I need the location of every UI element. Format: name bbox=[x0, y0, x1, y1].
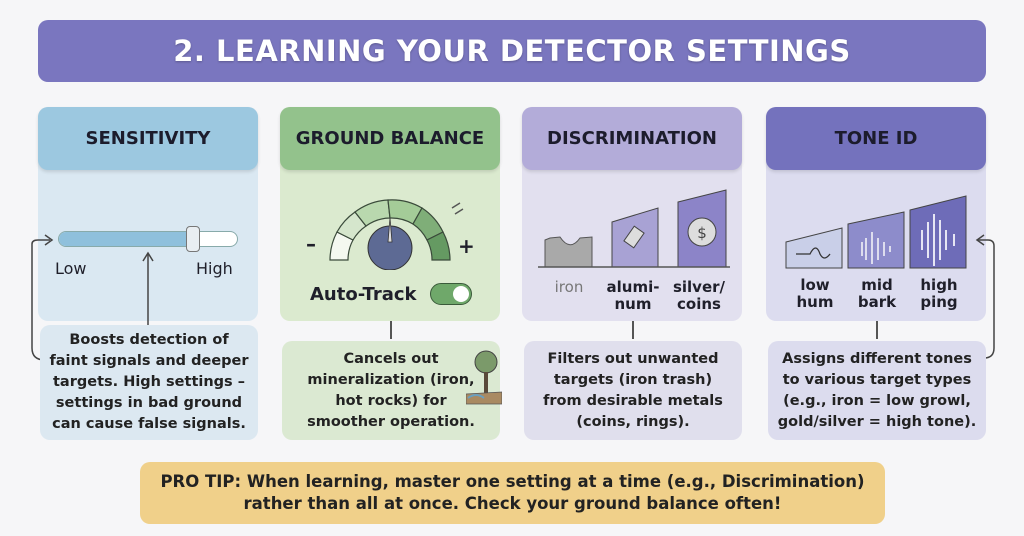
tone-id-header: TONE ID bbox=[766, 107, 986, 170]
target-label-iron: iron bbox=[554, 278, 584, 296]
svg-text:$: $ bbox=[697, 224, 707, 242]
ground-balance-header: GROUND BALANCE bbox=[280, 107, 500, 170]
slider-fill bbox=[59, 232, 193, 246]
page-title: 2. LEARNING YOUR DETECTOR SETTINGS bbox=[38, 20, 986, 82]
auto-track-toggle[interactable] bbox=[430, 283, 472, 305]
pro-tip-label: PRO TIP: bbox=[160, 472, 242, 491]
sensitivity-description: Boosts detection of faint signals and de… bbox=[40, 325, 258, 440]
tone-id-description: Assigns different tones to various targe… bbox=[768, 341, 986, 440]
tone-label-low-hum: low hum bbox=[796, 276, 834, 311]
sensitivity-arrows bbox=[31, 234, 154, 361]
high-ping-icon bbox=[909, 195, 967, 269]
discrimination-description: Filters out unwanted targets (iron trash… bbox=[524, 341, 742, 440]
ground-balance-gauge-icon bbox=[329, 199, 464, 270]
plus-label: + bbox=[458, 234, 475, 258]
tree-ground-icon bbox=[466, 350, 502, 405]
connector-line bbox=[876, 321, 878, 339]
minus-label: – bbox=[306, 232, 316, 256]
tone-id-arrow bbox=[974, 234, 995, 359]
iron-target-icon bbox=[544, 236, 593, 268]
sensitivity-header: SENSITIVITY bbox=[38, 107, 258, 170]
discrimination-header: DISCRIMINATION bbox=[522, 107, 742, 170]
high-label: High bbox=[196, 259, 233, 278]
mid-bark-icon bbox=[847, 211, 905, 269]
connector-line bbox=[632, 321, 634, 339]
pro-tip-box: PRO TIP: When learning, master one setti… bbox=[140, 462, 885, 524]
toggle-knob bbox=[453, 286, 469, 302]
tone-label-mid-bark: mid bark bbox=[857, 276, 897, 311]
pro-tip-text-line1: When learning, master one setting at a t… bbox=[241, 472, 865, 491]
low-label: Low bbox=[55, 259, 87, 278]
sensitivity-slider[interactable] bbox=[58, 226, 238, 252]
target-label-silver-coins: silver/ coins bbox=[672, 278, 726, 313]
ground-balance-description: Cancels out mineralization (iron, hot ro… bbox=[282, 341, 500, 440]
pro-tip-text-line2: rather than all at once. Check your grou… bbox=[243, 494, 782, 513]
slider-handle[interactable] bbox=[185, 226, 200, 252]
tone-label-high-ping: high ping bbox=[920, 276, 958, 311]
discrimination-target-bars: $ bbox=[538, 189, 730, 268]
connector-line bbox=[390, 321, 392, 339]
auto-track-label: Auto-Track bbox=[310, 284, 417, 305]
target-label-aluminum: alumi- num bbox=[606, 278, 660, 313]
tone-bars bbox=[785, 195, 967, 269]
